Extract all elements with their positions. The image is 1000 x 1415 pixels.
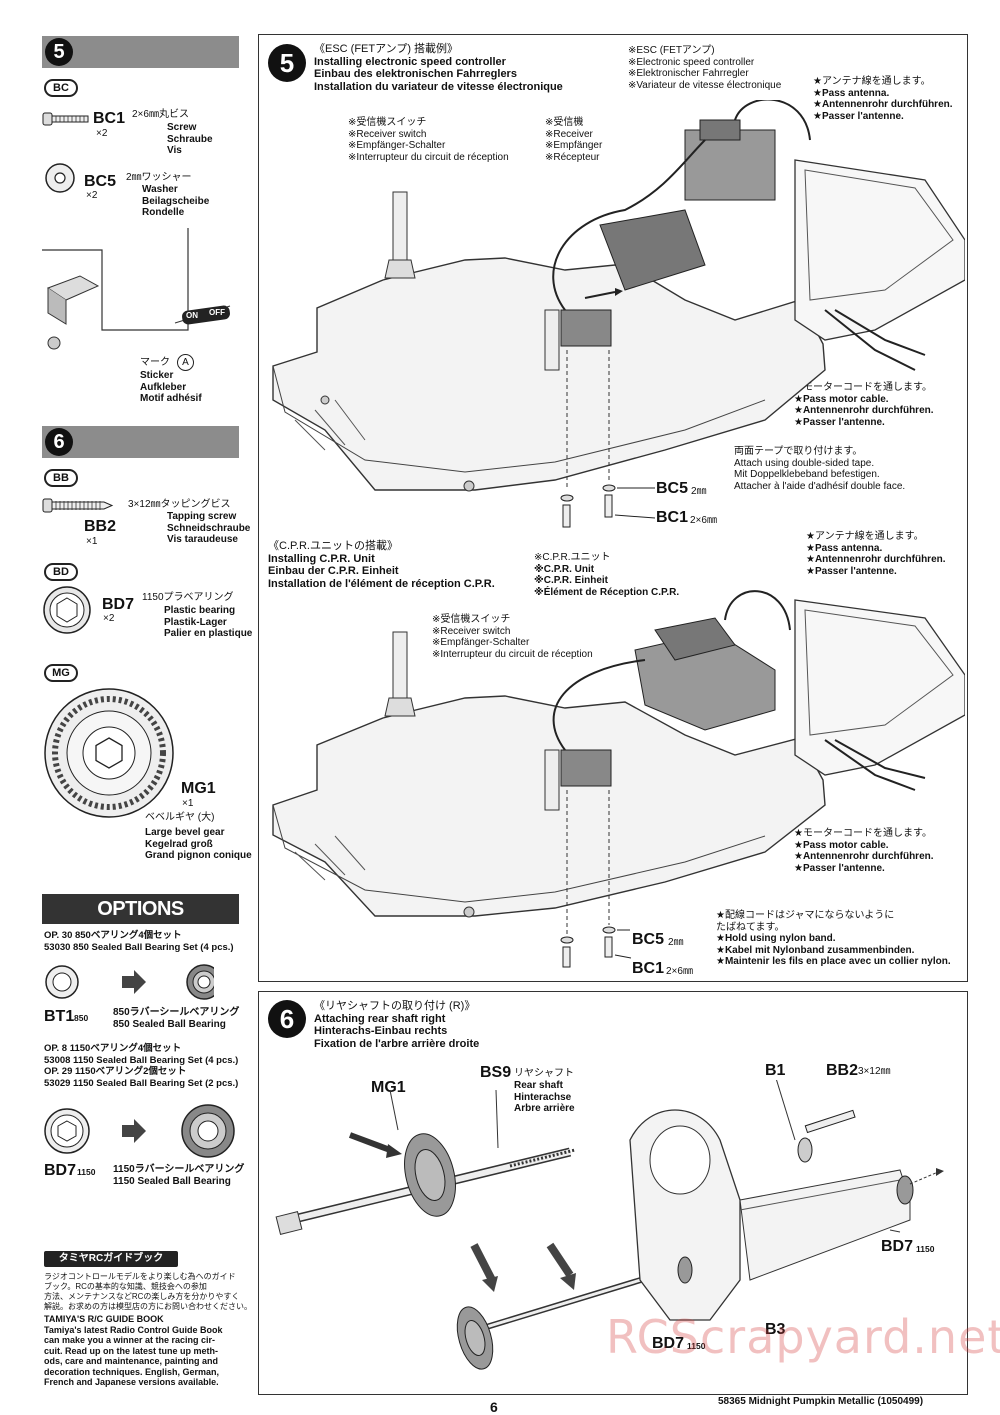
motor-cable-callout-top: ★モーターコードを通します。 ★Pass motor cable. ★Anten… [794,382,934,428]
bc5-callout-bottom: BC5 [632,931,665,948]
step6-header-bar [42,426,239,458]
bt1-sub: 850 [74,1013,89,1023]
chassis-cpr-drawing [272,590,965,968]
tapping-screw-icon [42,498,114,513]
cpr-install-title: 《C.P.R.ユニットの搭載》 Installing C.P.R. Unit E… [268,540,495,590]
mark-label: マーク [140,357,170,368]
bd7-bottom-sub: 1150 [687,1341,706,1351]
guide-book-badge: タミヤRCガイドブック [44,1251,178,1267]
bc5-callout-top: BC5 [656,480,689,497]
bs9-callout: BS9 [480,1064,512,1081]
bc1-size: 2×6㎜丸ビス [132,109,189,120]
options-block2-text: OP. 8 1150ベアリング4個セット 53008 1150 Sealed B… [44,1043,239,1089]
bd7-id: BD7 [102,596,135,613]
esc-callout: ※ESC (FETアンプ) ※Electronic speed controll… [628,45,782,91]
bc5-id: BC5 [84,173,117,190]
bc1-qty: ×2 [96,128,108,139]
step5-panel-number: 5 [268,44,306,82]
bd7-qty: ×2 [103,613,115,624]
switch-off-text: OFF [209,308,225,317]
guide-book-en-text: TAMIYA'S R/C GUIDE BOOK Tamiya's latest … [44,1314,223,1387]
bb2-size: 3×12㎜タッピングビス [128,499,231,510]
double-sided-tape-callout: 両面テープで取り付けます。 Attach using double-sided … [734,446,906,492]
mark-a-icon: A [177,354,194,371]
rear-shaft-assembly-drawing [275,1080,944,1370]
bc1-callout-bottom: BC1 [632,960,665,977]
rear-shaft-title: 《リヤシャフトの取り付け (R)》 Attaching rear shaft r… [314,1000,480,1050]
switch-on-text: ON [186,311,198,320]
mg1-size: ベベルギヤ (大) [145,812,215,823]
watermark-text: RCScrapyard.net [606,1310,1000,1364]
chassis-esc-drawing [272,100,965,528]
antenna-callout-top: ★アンテナ線を通します。 ★Pass antenna. ★Antennenroh… [813,76,953,122]
bearing-upgrade-1-drawing [45,964,214,1000]
bc5-qty: ×2 [86,190,98,201]
bc1-size-bottom: 2×6㎜ [666,966,693,977]
step6-number: 6 [45,428,73,456]
bc5-size: 2㎜ワッシャー [126,172,192,183]
bd7-option-id: BD7 [44,1162,77,1179]
screw-icon [42,112,89,126]
bc5-size-top: 2㎜ [691,486,707,497]
step6-panel-number: 6 [268,1000,306,1038]
mg1-qty: ×1 [182,798,194,809]
bc1-size-top: 2×6㎜ [690,515,717,526]
bd7-right-callout: BD7 [881,1238,914,1255]
bd7-size: 1150プラベアリング [142,592,234,603]
bc1-names: Screw Schraube Vis [167,122,213,156]
nylon-band-callout: ★配線コードはジャマにならないように たばねてます。 ★Hold using n… [716,910,951,967]
chassis-corner-drawing [42,228,231,350]
page-number: 6 [490,1399,498,1415]
model-footer: 58365 Midnight Pumpkin Metallic (1050499… [718,1396,924,1407]
mg1-callout: MG1 [371,1079,406,1096]
receiver-switch-callout-top: ※受信機スイッチ ※Receiver switch ※Empfänger-Sch… [348,117,509,163]
bb2-size-callout: 3×12㎜ [858,1066,891,1077]
options-block1-text: OP. 30 850ベアリング4個セット 53030 850 Sealed Ba… [44,930,234,953]
options-title: OPTIONS [42,894,239,924]
receiver-callout: ※受信機 ※Receiver ※Empfänger ※Récepteur [545,117,603,163]
bevel-gear-icon [44,688,174,818]
receiver-switch-callout-bottom: ※受信機スイッチ ※Receiver switch ※Empfänger-Sch… [432,614,593,660]
bs9-names: Rear shaft Hinterachse Arbre arrière [514,1080,575,1114]
mark-names: Sticker Aufkleber Motif adhésif [140,370,202,404]
esc-install-title: 《ESC (FETアンプ) 搭載例》 Installing electronic… [314,43,563,93]
bs9-jp: リヤシャフト [514,1068,574,1079]
bd7-upgrade-text: 1150ラバーシールベアリング 1150 Sealed Ball Bearing [113,1164,245,1187]
bt1-upgrade-text: 850ラバーシールベアリング 850 Sealed Ball Bearing [113,1007,240,1030]
step5-header-bar [42,36,239,68]
step5-number: 5 [45,38,73,66]
bc5-size-bottom: 2㎜ [668,937,684,948]
bb2-qty: ×1 [86,536,98,547]
cpr-unit-callout: ※C.P.R.ユニット ※C.P.R. Unit ※C.P.R. Einheit… [534,552,680,598]
plastic-bearing-icon [43,586,91,634]
antenna-callout-bottom: ★アンテナ線を通します。 ★Pass antenna. ★Antennenroh… [806,531,946,577]
b3-callout: B3 [765,1321,786,1338]
bd7-bottom-callout: BD7 [652,1335,685,1352]
bc1-callout-top: BC1 [656,509,689,526]
bc5-names: Washer Beilagscheibe Rondelle [142,184,210,218]
bt1-id: BT1 [44,1008,75,1025]
washer-icon [45,163,75,193]
motor-cable-callout-bottom: ★モーターコードを通します。 ★Pass motor cable. ★Anten… [794,828,934,874]
bb2-names: Tapping screw Schneidschraube Vis taraud… [167,511,251,545]
bag-mg-label: MG [44,664,78,682]
bearing-upgrade-2-drawing [44,1104,235,1158]
bc1-id: BC1 [93,110,126,127]
guide-book-jp-text: ラジオコントロールモデルをより楽しむ為へのガイド ブック。RCの基本的な知識、競… [44,1272,252,1311]
b1-callout: B1 [765,1062,786,1079]
mg1-id: MG1 [181,780,216,797]
bd7-right-sub: 1150 [916,1244,935,1254]
bb2-id: BB2 [84,518,117,535]
bb2-callout: BB2 [826,1062,859,1079]
bd7-option-sub: 1150 [77,1167,96,1177]
bag-bc-label: BC [44,79,78,97]
mg1-names: Large bevel gear Kegelrad groß Grand pig… [145,827,252,861]
bag-bd-label: BD [44,563,78,581]
bag-bb-label: BB [44,469,78,487]
bd7-names: Plastic bearing Plastik-Lager Palier en … [164,605,253,639]
